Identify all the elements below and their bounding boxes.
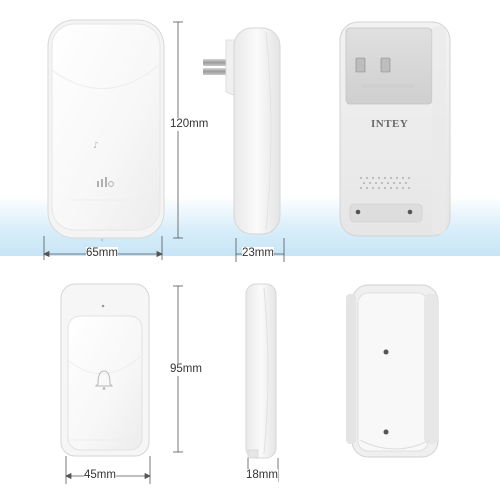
- plug-pin-right: [380, 57, 391, 73]
- bell-icon: [94, 370, 114, 390]
- button-width-dim-line: [65, 456, 151, 484]
- receiver-height-label: 120mm: [170, 118, 209, 131]
- receiver-side: [203, 27, 281, 235]
- button-height-label: 95mm: [170, 363, 202, 376]
- button-front: [60, 283, 150, 457]
- brand-logo: INTEY: [371, 118, 409, 130]
- speaker-grille: [360, 177, 410, 189]
- button-mount-hole-bottom: [383, 429, 389, 435]
- plug-pin-left: [355, 57, 366, 73]
- receiver-depth-label: 23mm: [242, 247, 274, 260]
- plug-prong-lower: [203, 68, 229, 75]
- receiver-front: ♪: [47, 19, 165, 242]
- button-mount-hole-top: [383, 349, 389, 355]
- button-led-dot: [101, 304, 105, 308]
- plug-prong-upper: [203, 59, 229, 66]
- button-back: [346, 284, 439, 458]
- button-side: [245, 283, 277, 459]
- screw-hole-left: [355, 209, 361, 215]
- receiver-icon-note: ♪: [93, 141, 99, 151]
- button-width-label: 45mm: [84, 469, 116, 482]
- button-depth-label: 18mm: [246, 469, 278, 482]
- receiver-width-label: 65mm: [86, 247, 118, 260]
- screw-hole-right: [407, 209, 413, 215]
- receiver-speaker-icon: [97, 177, 114, 187]
- receiver-back: [339, 21, 451, 237]
- receiver-led-dot: [100, 238, 104, 242]
